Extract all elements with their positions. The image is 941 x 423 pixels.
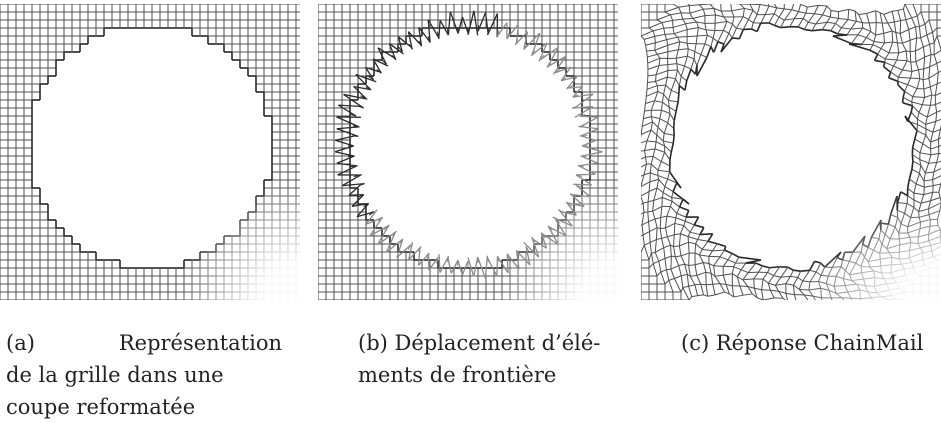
caption-b: (b) Déplacement d’élé- ments de frontièr… — [358, 327, 620, 391]
grid-representation-drawing — [0, 4, 300, 300]
caption-b-line-1: (b) Déplacement d’élé- — [358, 331, 601, 355]
caption-a-line-3: coupe reformatée — [6, 395, 196, 419]
chainmail-deformed-grid — [641, 4, 941, 300]
grid-with-boundary — [318, 4, 618, 300]
caption-a-label: (a) — [6, 331, 35, 355]
displaced-boundary-elements — [334, 10, 603, 279]
panel-c-chainmail-image — [641, 4, 941, 300]
caption-b-line-2: ments de frontière — [358, 363, 557, 387]
caption-c: (c) Réponse ChainMail — [681, 327, 931, 359]
caption-c-line-1: (c) Réponse ChainMail — [681, 331, 924, 355]
reformatted-slice-grid — [0, 4, 300, 300]
chainmail-response-drawing — [641, 4, 941, 300]
panel-a-grid-image — [0, 4, 300, 300]
panel-b-boundary-displacement-image — [318, 4, 618, 300]
caption-a: (a) Représentation de la grille dans une… — [6, 327, 282, 423]
caption-a-word: Représentation — [118, 331, 282, 355]
boundary-displacement-drawing — [318, 4, 618, 300]
caption-a-line-2: de la grille dans une — [6, 363, 224, 387]
caption-a-line-1: (a) Représentation — [6, 327, 282, 359]
